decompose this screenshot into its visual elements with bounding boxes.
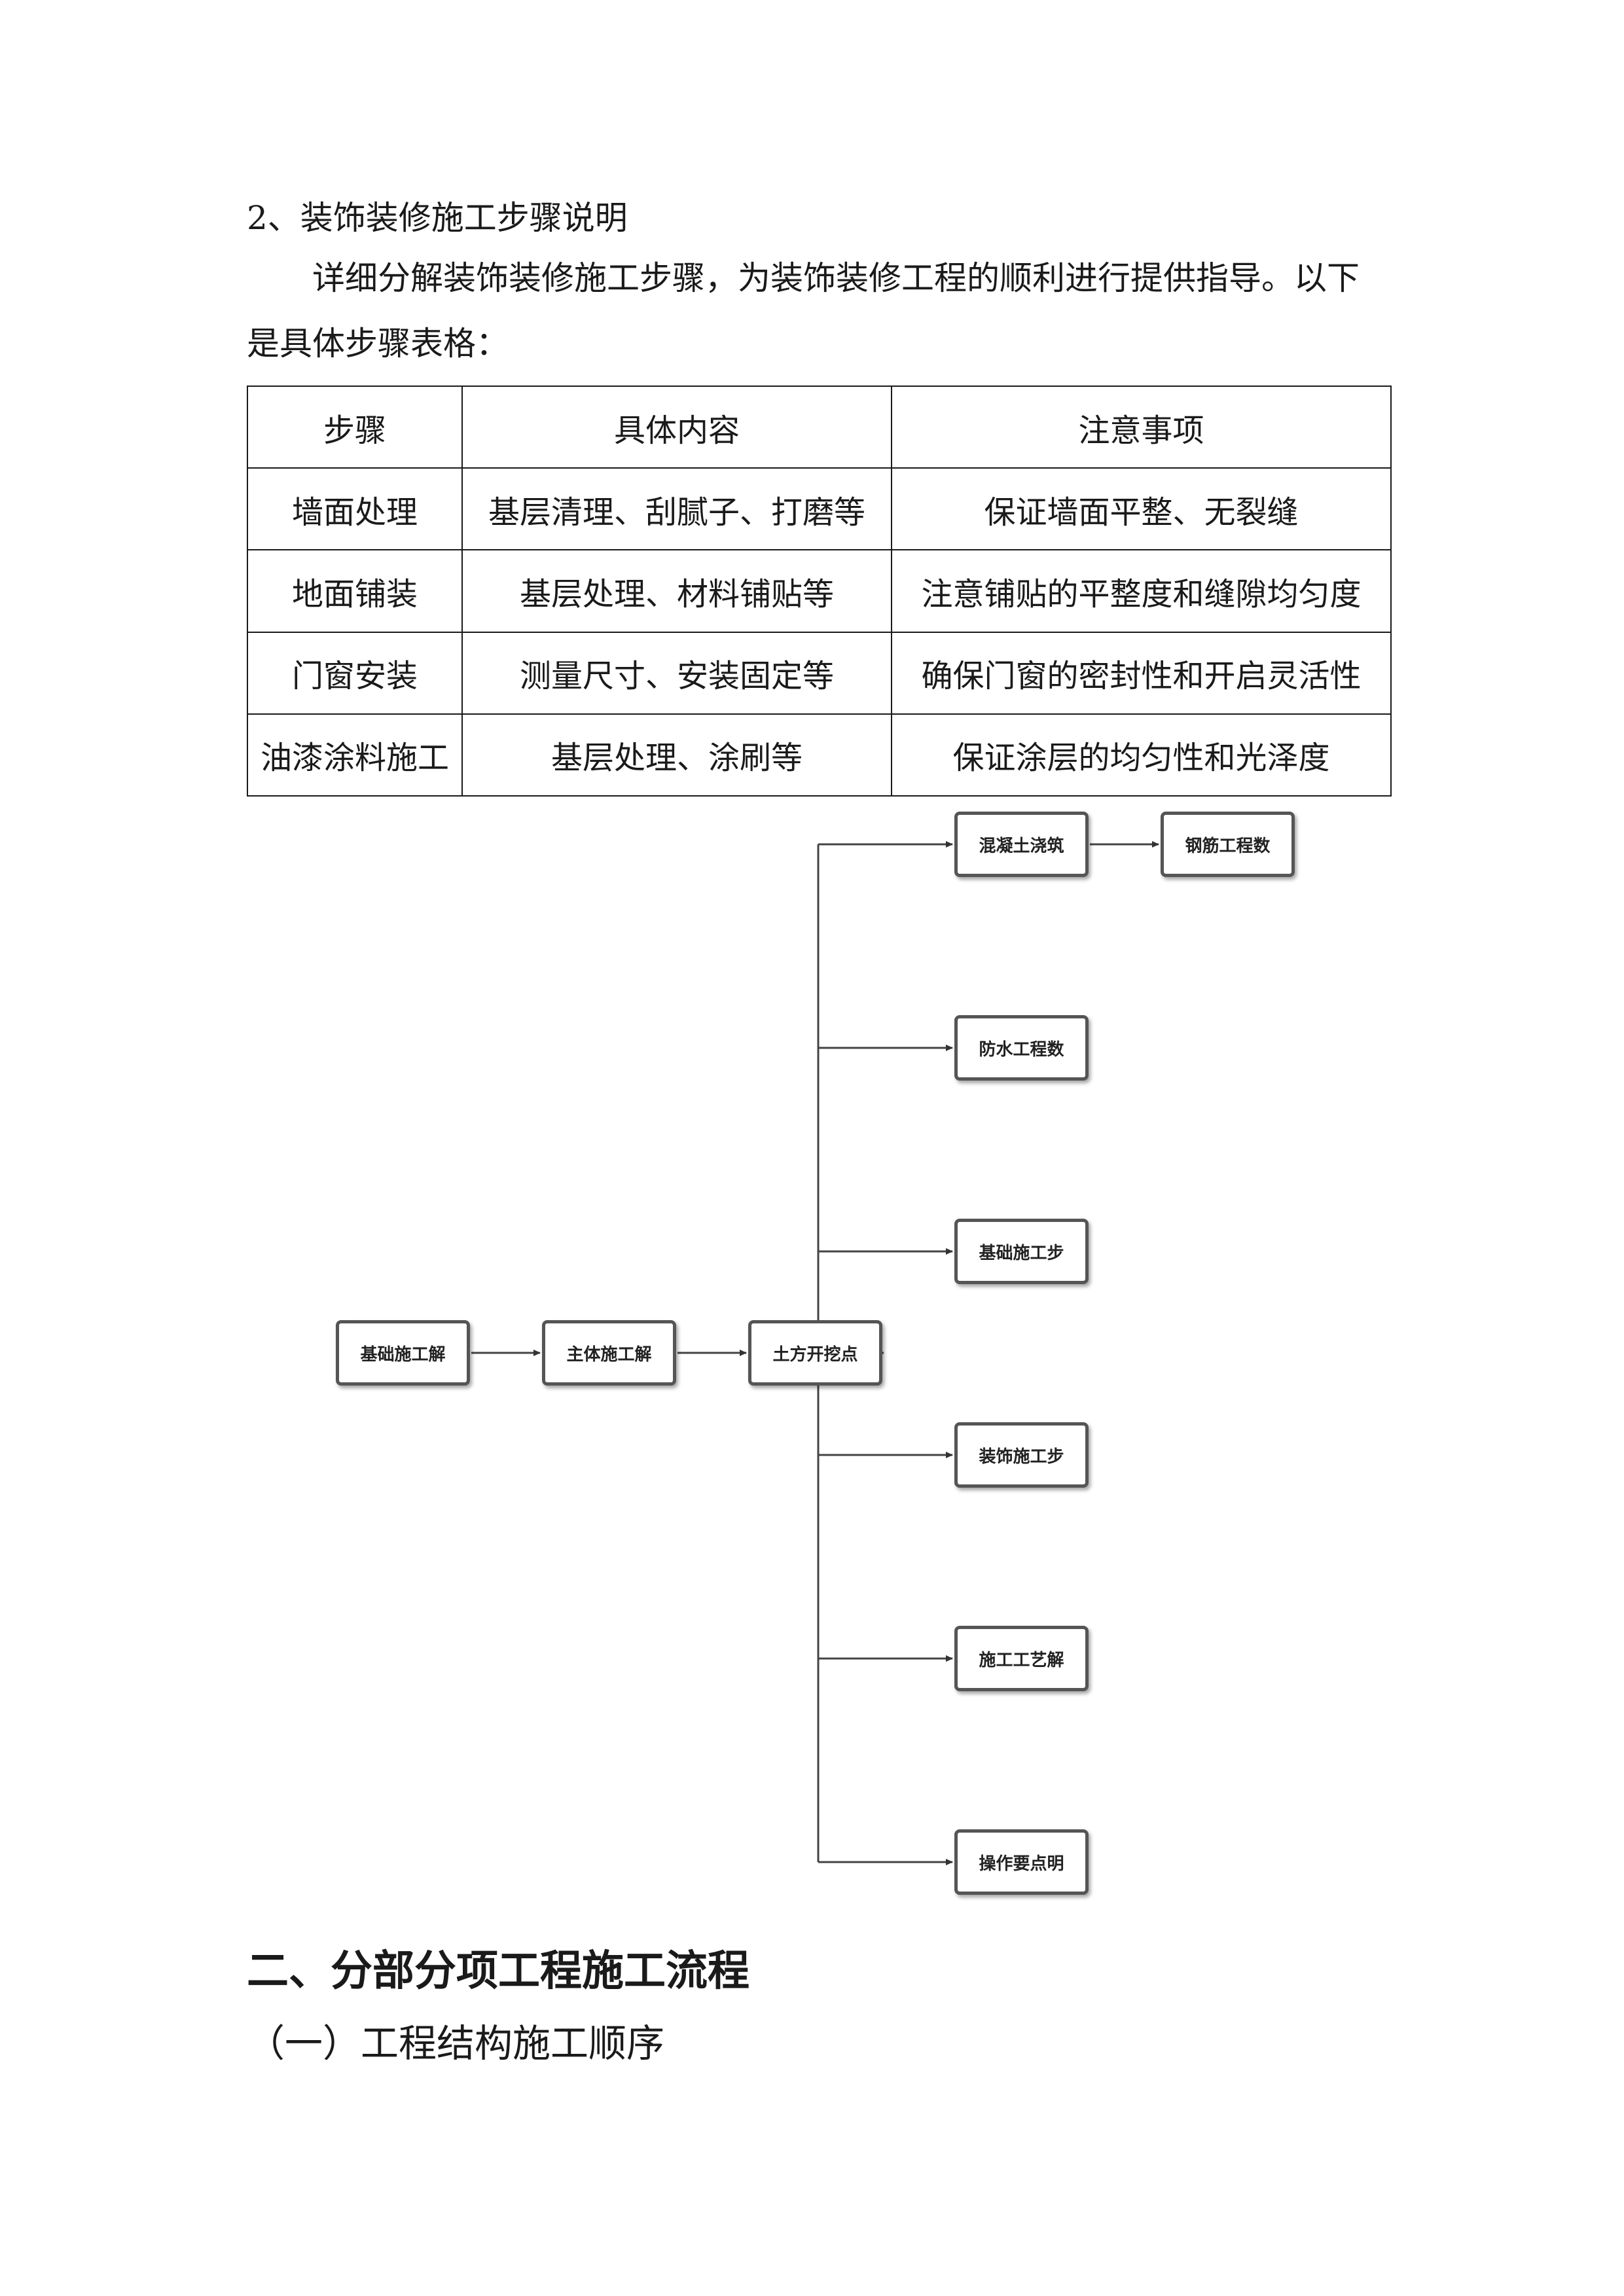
table-header-cell: 具体内容 [461, 385, 892, 469]
table-cell: 确保门窗的密封性和开启灵活性 [891, 631, 1392, 715]
table-cell: 基层处理、涂刷等 [461, 713, 892, 797]
table-row: 油漆涂料施工 基层处理、涂刷等 保证涂层的均匀性和光泽度 [247, 713, 1392, 797]
table-header-cell: 注意事项 [891, 385, 1392, 469]
section-title: 2、装饰装修施工步骤说明 [247, 199, 628, 237]
table-cell: 地面铺装 [247, 549, 463, 633]
table-cell: 基层清理、刮腻子、打磨等 [461, 467, 892, 551]
table-cell: 注意铺贴的平整度和缝隙均匀度 [891, 549, 1392, 633]
table-cell: 基层处理、材料铺贴等 [461, 549, 892, 633]
subsection-heading: （一）工程结构施工顺序 [247, 2021, 665, 2066]
table-cell: 测量尺寸、安装固定等 [461, 631, 892, 715]
flow-node-process-explain: 施工工艺解 [954, 1626, 1089, 1691]
flow-node-concrete: 混凝土浇筑 [954, 812, 1089, 877]
flow-node-rebar: 钢筋工程数 [1161, 812, 1295, 877]
table-cell: 保证涂层的均匀性和光泽度 [891, 713, 1392, 797]
flow-node-foundation-explain: 基础施工解 [336, 1320, 470, 1386]
table-cell: 墙面处理 [247, 467, 463, 551]
table-row: 门窗安装 测量尺寸、安装固定等 确保门窗的密封性和开启灵活性 [247, 631, 1392, 715]
flow-node-decoration-step: 装饰施工步 [954, 1422, 1089, 1488]
flow-node-main-structure: 主体施工解 [542, 1320, 676, 1386]
intro-paragraph-line2: 是具体步骤表格： [247, 325, 509, 363]
table-header-cell: 步骤 [247, 385, 463, 469]
table-cell: 门窗安装 [247, 631, 463, 715]
table-header-row: 步骤 具体内容 注意事项 [247, 385, 1392, 469]
intro-paragraph-line1: 详细分解装饰装修施工步骤，为装饰装修工程的顺利进行提供指导。以下 [312, 259, 1360, 297]
steps-table: 步骤 具体内容 注意事项 墙面处理 基层清理、刮腻子、打磨等 保证墙面平整、无裂… [247, 385, 1392, 797]
flow-node-foundation-step: 基础施工步 [954, 1219, 1089, 1284]
flow-node-waterproof: 防水工程数 [954, 1015, 1089, 1081]
table-cell: 保证墙面平整、无裂缝 [891, 467, 1392, 551]
table-row: 地面铺装 基层处理、材料铺贴等 注意铺贴的平整度和缝隙均匀度 [247, 549, 1392, 633]
chapter-heading: 二、分部分项工程施工流程 [247, 1947, 749, 1996]
flow-node-key-points: 操作要点明 [954, 1829, 1089, 1895]
table-row: 墙面处理 基层清理、刮腻子、打磨等 保证墙面平整、无裂缝 [247, 467, 1392, 551]
flow-node-earthwork: 土方开挖点 [748, 1320, 882, 1386]
table-cell: 油漆涂料施工 [247, 713, 463, 797]
